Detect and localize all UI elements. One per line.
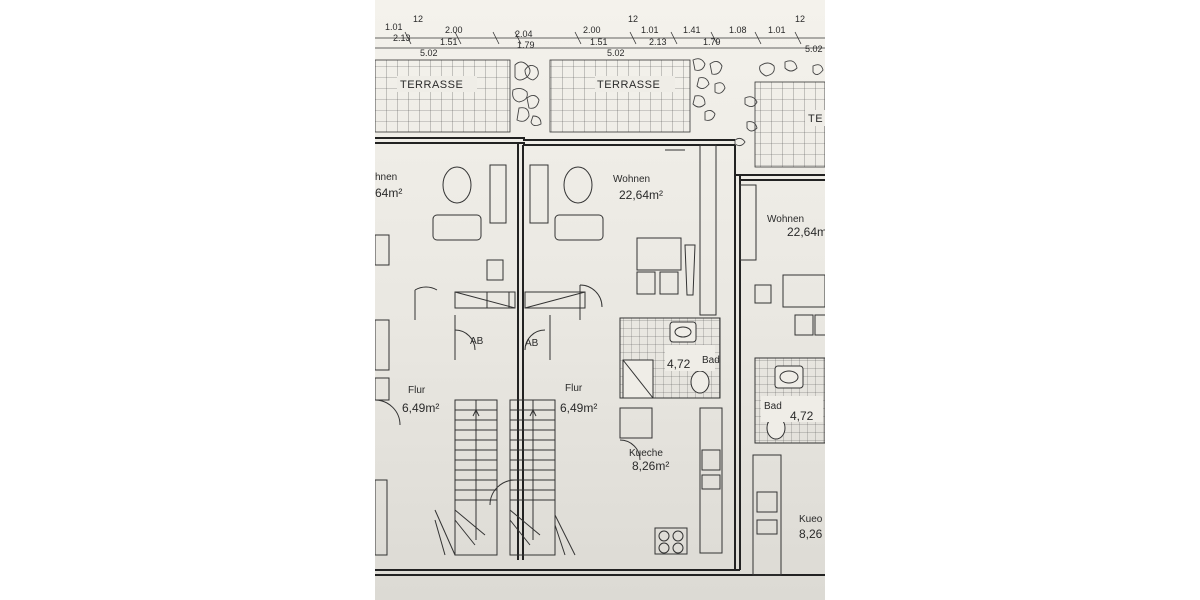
room-label-bad-right: Bad [764, 401, 782, 412]
dim-label: 12 [628, 14, 638, 24]
dimension-line [375, 31, 825, 49]
room-area-wohnen: 22,64m² [619, 188, 663, 202]
terrace-label: TERRASSE [400, 79, 463, 91]
dim-label: 1.51 [590, 37, 608, 47]
dim-label: 1.79 [703, 37, 721, 47]
bathroom-right-fixtures [766, 365, 804, 440]
room-area-bad-right: 4,72 [790, 409, 814, 423]
terrace-label-cut: TE [808, 113, 823, 125]
dim-label: 1.41 [683, 25, 701, 35]
furniture-right-unit [739, 184, 825, 336]
dimension-labels: 1.01 12 2.00 2.13 1.51 5.02 2.04 1.79 2.… [385, 14, 823, 58]
terrace-label-bg [595, 76, 675, 92]
room-label-flur: Flur [565, 383, 583, 394]
kitchen-right-fixtures [752, 454, 782, 576]
room-label-flur: Flur [408, 385, 426, 396]
ab-closets [454, 291, 586, 360]
dim-label: 2.04 [515, 29, 533, 39]
room-label-wohnen: Wohnen [613, 174, 650, 185]
room-area-flur: 6,49m² [402, 401, 439, 415]
room-area-bad: 4,72 [667, 357, 691, 371]
terrace-label-bg [805, 110, 825, 126]
staircase-middle [509, 399, 576, 556]
floor-plan-photo: 1.01 12 2.00 2.13 1.51 5.02 2.04 1.79 2.… [375, 0, 825, 600]
dim-label: 12 [413, 14, 423, 24]
dim-label: 12 [795, 14, 805, 24]
floor-plan-drawing: 1.01 12 2.00 2.13 1.51 5.02 2.04 1.79 2.… [375, 14, 825, 576]
room-area-wohnen-left: 64m² [375, 186, 402, 200]
dim-label: 5.02 [607, 48, 625, 58]
dim-label: 2.00 [445, 25, 463, 35]
terrace-middle [549, 59, 691, 133]
kitchen-fixtures [619, 407, 723, 555]
bath-label-bg [665, 345, 715, 371]
hedge-planting [512, 58, 824, 147]
ab-label: AB [525, 338, 539, 349]
dim-label: 5.02 [805, 44, 823, 54]
room-label-kueche-right: Kueo [799, 514, 823, 525]
ab-label: AB [470, 336, 484, 347]
bath-label-bg [761, 396, 823, 422]
furniture-middle-unit [529, 144, 717, 316]
room-area-flur: 6,49m² [560, 401, 597, 415]
staircase-left [434, 399, 498, 556]
dim-label: 5.02 [420, 48, 438, 58]
dim-label: 1.79 [517, 40, 535, 50]
room-area-kueche-right: 8,26 [799, 527, 823, 541]
party-walls [517, 143, 524, 560]
room-area-wohnen-right: 22,64m [787, 225, 825, 239]
dim-label: 1.01 [641, 25, 659, 35]
dim-label: 1.01 [385, 22, 403, 32]
dim-label: 2.13 [393, 33, 411, 43]
terrace-left [375, 59, 511, 133]
room-label-wohnen-left: hnen [375, 172, 397, 183]
dim-label: 2.00 [583, 25, 601, 35]
exterior-walls [375, 137, 825, 576]
dim-label: 1.08 [729, 25, 747, 35]
terrace-label-bg [397, 76, 477, 92]
room-label-wohnen-right: Wohnen [767, 214, 804, 225]
room-label-bad: Bad [702, 355, 720, 366]
terrace-label: TERRASSE [597, 79, 660, 91]
room-area-kueche: 8,26m² [632, 459, 669, 473]
dim-label: 1.51 [440, 37, 458, 47]
dim-label: 2.13 [649, 37, 667, 47]
bathroom-fixtures [622, 321, 710, 399]
room-label-kueche: Kueche [629, 448, 663, 459]
dim-label: 1.01 [768, 25, 786, 35]
left-edge-fixtures [375, 319, 390, 556]
